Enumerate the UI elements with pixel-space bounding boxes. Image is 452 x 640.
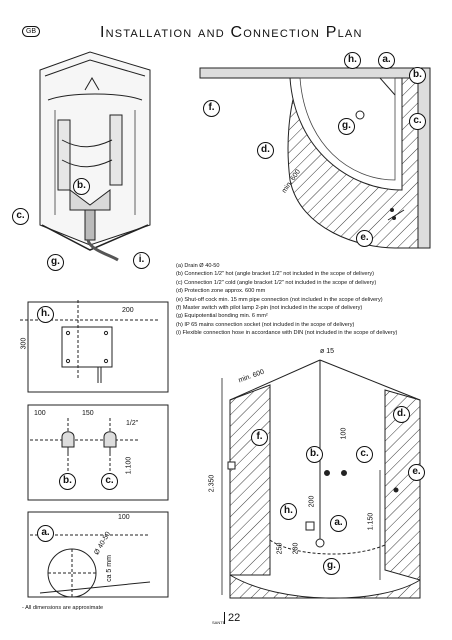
page-number: 22	[224, 612, 240, 624]
legend-item: (g) Equipotential bonding min. 6 mm²	[176, 313, 268, 320]
dim-1150: 1.150	[367, 512, 375, 531]
dim-250: 250	[276, 542, 284, 555]
dim-200: 200	[122, 307, 134, 314]
isometric-view-drawing	[221, 359, 421, 600]
legend-item: (f) Master switch with pilot lamp 2-pin …	[176, 305, 363, 312]
legend-item: (a) Drain Ø 40-50	[176, 263, 220, 269]
dim-150: 150	[82, 410, 94, 417]
dim-100b: 100	[118, 514, 130, 521]
dim-1100: 1.100	[125, 456, 133, 475]
dim-200b: 200	[308, 495, 316, 508]
page-title: Installation and Connection Plan	[100, 24, 363, 41]
dim-half-inch: 1/2"	[126, 420, 139, 427]
callout-c: c.	[101, 473, 118, 490]
callout-b: b.	[409, 67, 426, 84]
callout-g: g.	[338, 118, 355, 135]
dim-300: 300	[20, 337, 28, 350]
legend-item: (d) Protection zone approx. 600 mm	[176, 288, 266, 295]
legend-item: (b) Connection 1/2" hot (angle bracket 1…	[176, 271, 375, 278]
callout-a: a.	[37, 525, 54, 542]
callout-b: b.	[59, 473, 76, 490]
callout-b: b.	[73, 178, 90, 195]
callout-f: f.	[203, 100, 220, 117]
legend-item: (i) Flexible connection hose in accordan…	[176, 330, 398, 337]
callout-e: e.	[408, 464, 425, 481]
callout-c: c.	[356, 446, 373, 463]
shower-cabin-drawing	[39, 51, 151, 262]
legend-item: (h) IP 65 mains connection socket (not i…	[176, 321, 355, 328]
callout-a: a.	[378, 52, 395, 69]
language-badge: GB	[22, 26, 40, 37]
callout-g: g.	[323, 558, 340, 575]
dim-15: ø 15	[320, 348, 335, 355]
dim-slope: ca 5 mm	[105, 555, 113, 582]
callout-c: c.	[409, 113, 426, 130]
dim-230: 230	[292, 542, 300, 555]
callout-f: f.	[251, 429, 268, 446]
callout-d: d.	[393, 406, 410, 423]
callout-i: i.	[133, 252, 150, 269]
callout-b: b.	[306, 446, 323, 463]
callout-h: h.	[37, 306, 54, 323]
callout-h: h.	[344, 52, 361, 69]
callout-e: e.	[356, 230, 373, 247]
connection-detail-drawing	[27, 404, 169, 501]
dim-100: 100	[34, 410, 46, 417]
dim-100c: 100	[340, 427, 348, 440]
dim-2350: 2.350	[208, 474, 216, 493]
plan-view-drawing	[199, 67, 431, 249]
legend-item: (c) Connection 1/2" cold (angle bracket …	[176, 279, 377, 286]
legend-item: (e) Shut-off cock min. 15 mm pipe connec…	[176, 296, 383, 303]
footnote: - All dimensions are approximate	[22, 605, 104, 611]
callout-g: g.	[47, 254, 64, 271]
page-brand-label: SANTE	[212, 620, 226, 625]
drain-detail-drawing	[27, 511, 169, 598]
callout-c: c.	[12, 208, 29, 225]
callout-a: a.	[330, 515, 347, 532]
legend-list: (a) Drain Ø 40-50 (b) Connection 1/2" ho…	[176, 262, 436, 338]
callout-d: d.	[257, 142, 274, 159]
callout-h: h.	[280, 503, 297, 520]
